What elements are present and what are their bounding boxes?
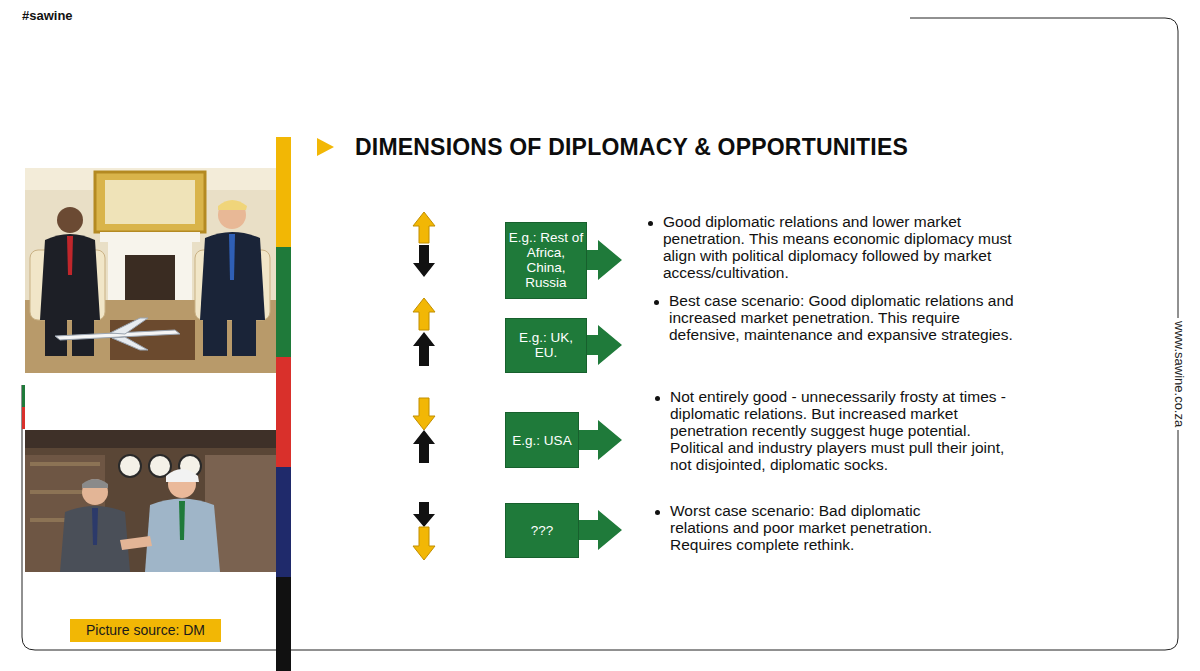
bullet-text: Not entirely good - unnecessarily frosty…	[670, 388, 1022, 473]
bullet-dot	[648, 221, 653, 226]
bullet-dot	[655, 396, 660, 401]
bullet-text: Worst case scenario: Bad diplomatic rela…	[670, 502, 960, 553]
example-text: E.g.: USA	[512, 433, 571, 448]
source-tag: Picture source: DM	[70, 619, 221, 642]
website-url: www.sawine.co.za	[1172, 318, 1187, 430]
bullet-text: Good diplomatic relations and lower mark…	[663, 213, 1025, 281]
example-box: E.g.: UK, EU.	[505, 318, 587, 373]
trend-arrows	[413, 212, 435, 560]
slide-frame	[22, 18, 1178, 650]
slide-title: DIMENSIONS OF DIPLOMACY & OPPORTUNITIES	[355, 134, 908, 161]
example-text: ???	[531, 523, 554, 538]
title-marker	[317, 138, 334, 156]
meeting-photo	[25, 168, 276, 373]
colour-bar	[276, 137, 291, 671]
example-box: E.g.: USA	[505, 412, 579, 468]
handshake-photo	[25, 430, 276, 572]
example-text: E.g.: Rest of Africa, China, Russia	[506, 230, 586, 290]
source-text: Picture source: DM	[86, 622, 205, 639]
example-box: ???	[505, 503, 579, 558]
side-strip	[22, 385, 25, 429]
bullet-text: Best case scenario: Good diplomatic rela…	[669, 292, 1014, 343]
example-text: E.g.: UK, EU.	[506, 330, 586, 360]
hashtag: #sawine	[22, 8, 73, 24]
bullet-dot	[655, 510, 660, 515]
example-box: E.g.: Rest of Africa, China, Russia	[505, 222, 587, 299]
bullet-dot	[654, 300, 659, 305]
